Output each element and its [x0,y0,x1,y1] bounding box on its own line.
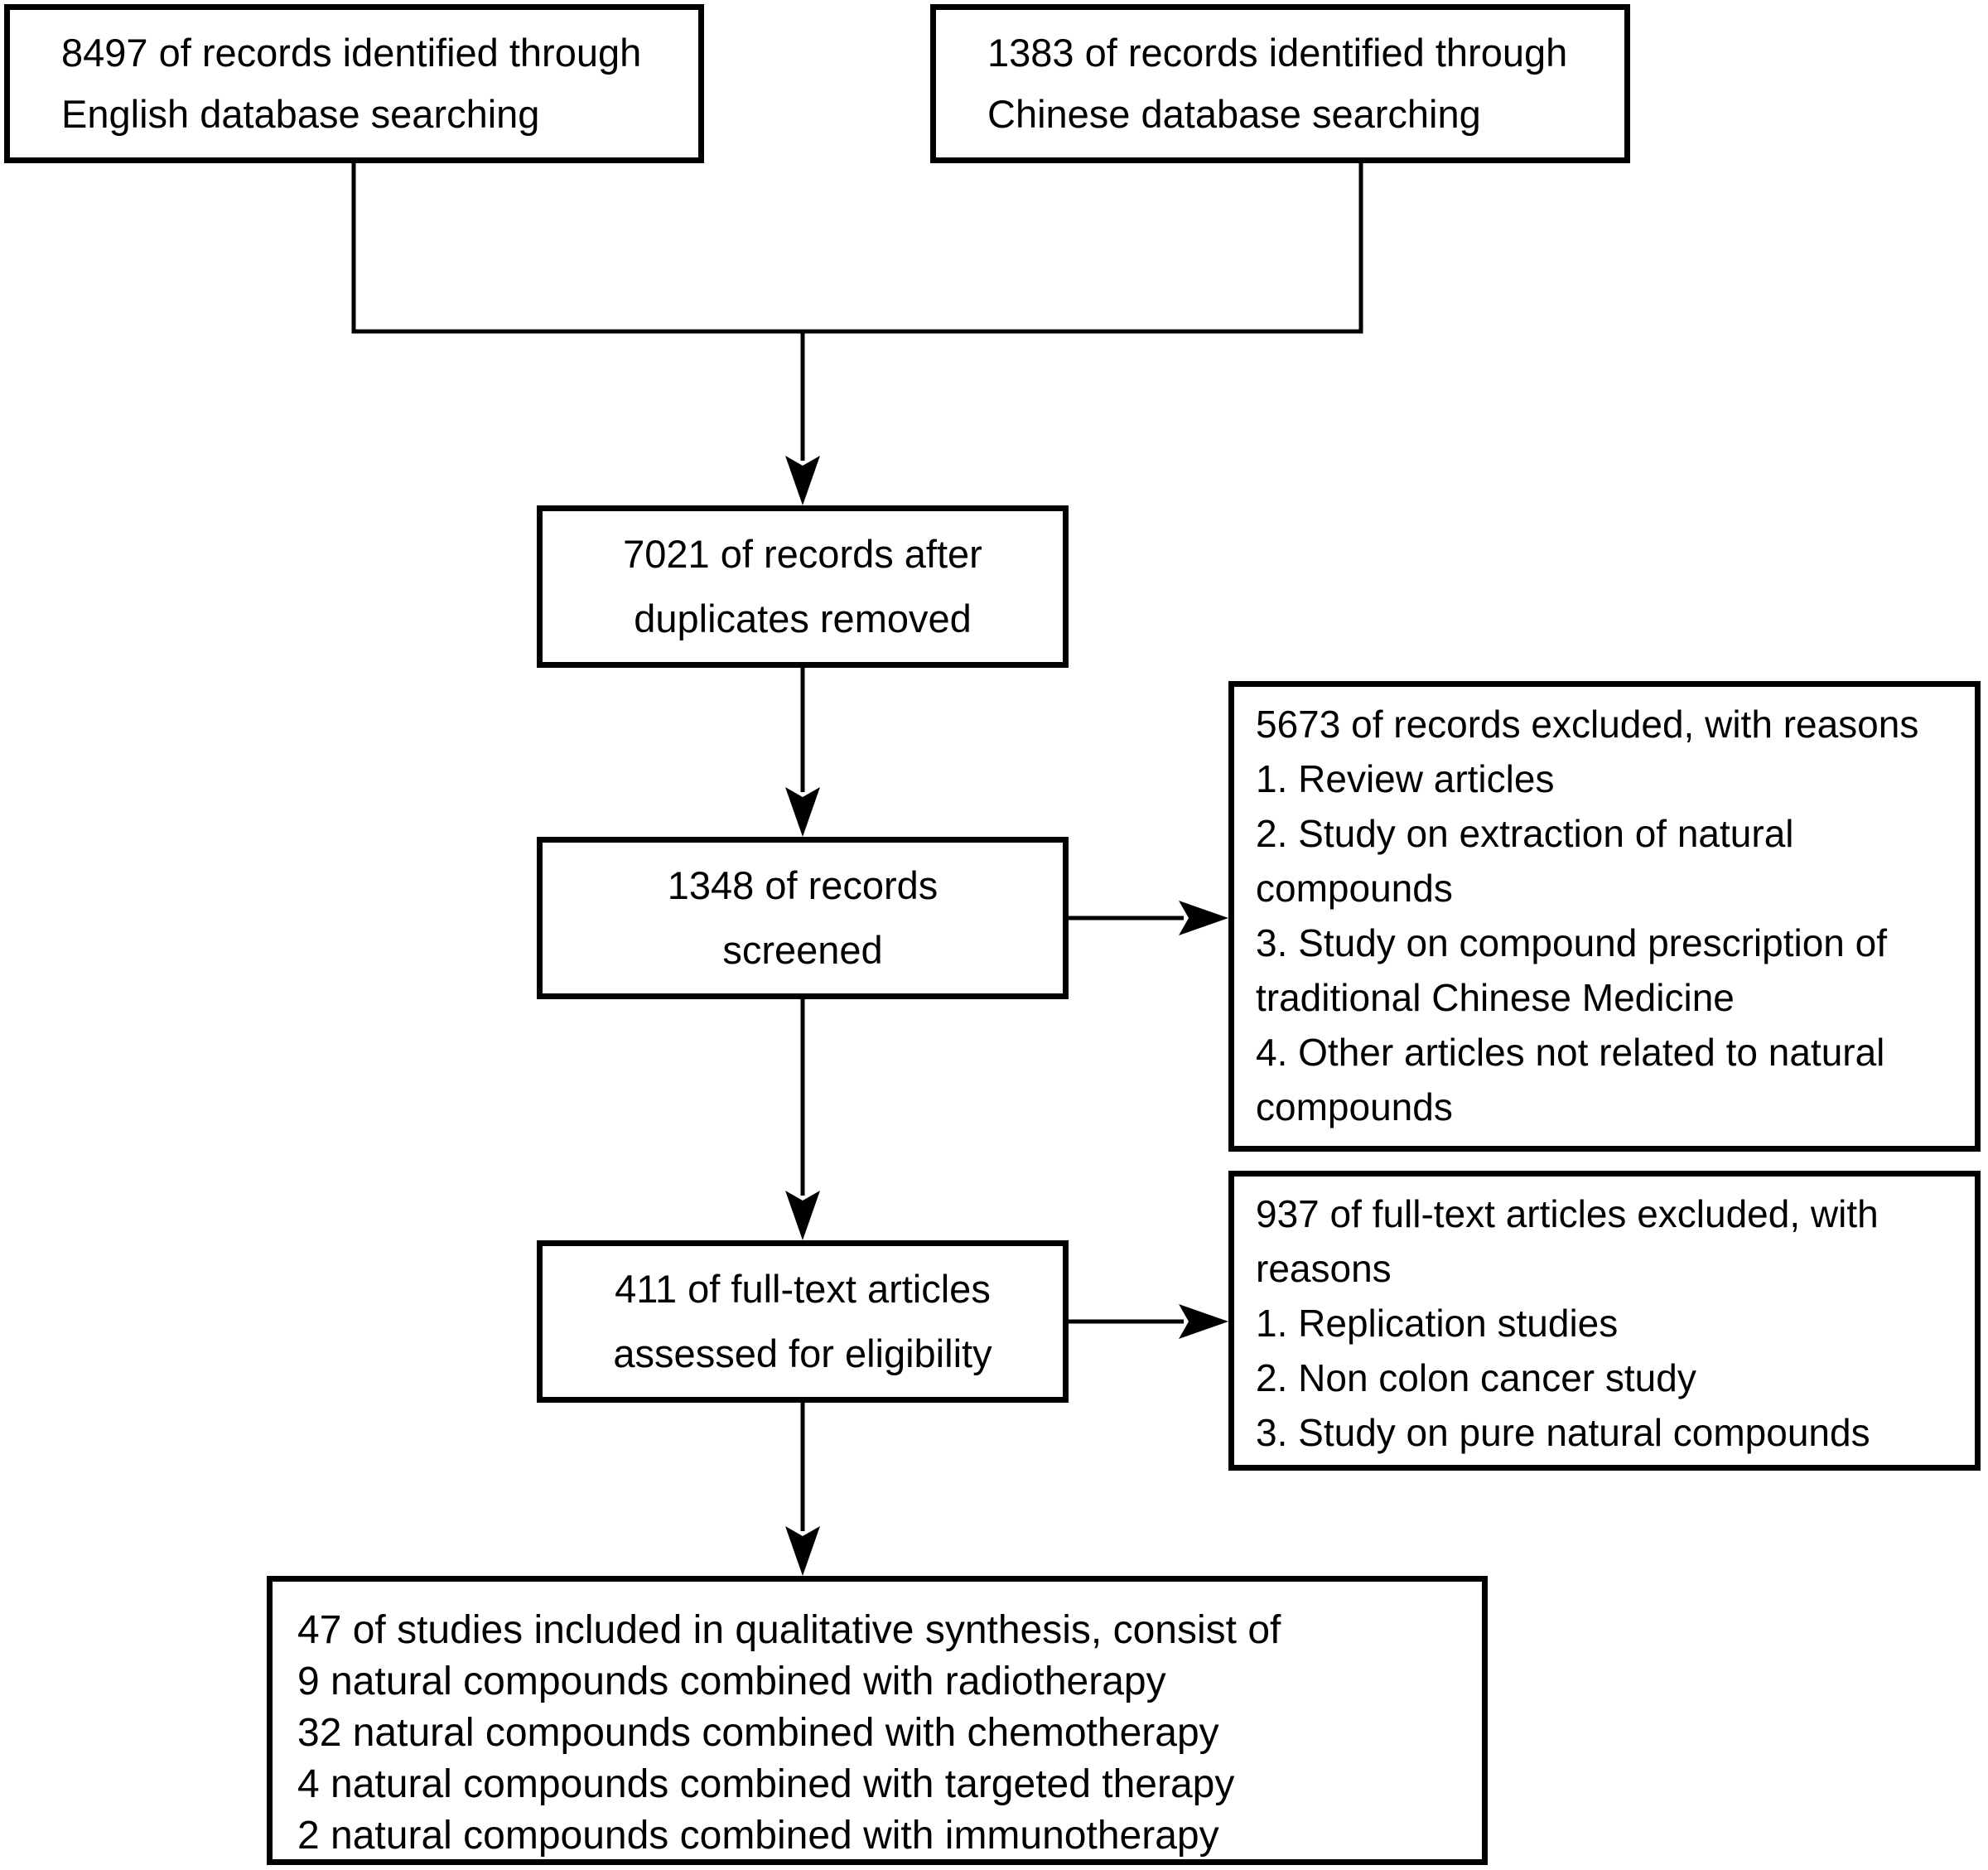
arrowhead-to-eligibility [785,1191,820,1240]
box-fulltext-excluded: 937 of full-text articles excluded, with… [1228,1171,1981,1471]
arrowhead-to-fulltext-excluded [1179,1304,1228,1339]
box-fulltext-assessed: 411 of full-text articles assessed for e… [537,1240,1069,1403]
arrowhead-to-duplicates-removed [785,456,820,505]
box-records-screened-text: 1348 of records screened [667,863,939,972]
box-duplicates-removed-text: 7021 of records after duplicates removed [623,532,982,640]
box-studies-included: 47 of studies included in qualitative sy… [267,1576,1488,1865]
box-fulltext-excluded-text: 937 of full-text articles excluded, with… [1256,1192,1879,1454]
box-chinese-db-records: 1383 of records identified through Chine… [930,4,1630,163]
box-records-screened: 1348 of records screened [537,837,1069,999]
box-records-excluded-text: 5673 of records excluded, with reasons 1… [1256,703,1919,1128]
box-studies-included-text: 47 of studies included in qualitative sy… [297,1608,1281,1858]
box-duplicates-removed: 7021 of records after duplicates removed [537,505,1069,668]
arrowhead-to-screened [785,787,820,837]
box-english-db-records: 8497 of records identified through Engli… [4,4,704,163]
box-records-excluded: 5673 of records excluded, with reasons 1… [1228,681,1981,1152]
box-fulltext-assessed-text: 411 of full-text articles assessed for e… [613,1267,992,1375]
arrowhead-to-included [785,1526,820,1576]
box-english-db-records-text: 8497 of records identified through Engli… [61,31,642,136]
box-chinese-db-records-text: 1383 of records identified through Chine… [987,31,1568,136]
arrowhead-to-records-excluded [1179,901,1228,935]
